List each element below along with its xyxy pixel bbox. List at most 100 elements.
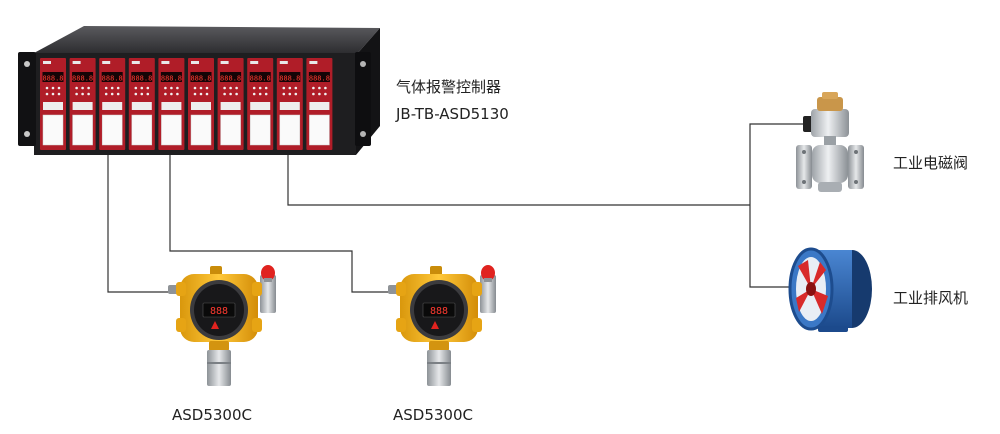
- detector-sensor-tube: [427, 350, 451, 386]
- channel-module: 888.8: [40, 58, 66, 150]
- module-buttons: [131, 102, 152, 110]
- module-logo-icon: [131, 61, 140, 64]
- detector-alarm-post: [480, 275, 496, 313]
- valve-body: [812, 145, 848, 183]
- module-led-icon: [193, 92, 197, 96]
- module-display-text: 888.8: [220, 75, 241, 83]
- module-label-card: [161, 114, 182, 146]
- detector-logo-icon: [211, 321, 219, 329]
- module-led-icon: [205, 92, 209, 96]
- module-display: [131, 72, 153, 82]
- detector-top-bolt: [210, 266, 222, 276]
- valve-coil-housing: [811, 109, 849, 137]
- module-led-icon: [258, 86, 262, 90]
- module-buttons: [250, 102, 271, 110]
- valve-cap-nut: [822, 92, 838, 99]
- valve-base: [818, 182, 842, 192]
- module-led-icon: [116, 92, 120, 96]
- module-display: [308, 72, 330, 82]
- channel-module: 888.8: [188, 58, 214, 150]
- rack-ear-left: [18, 52, 36, 146]
- module-label-card: [190, 114, 212, 146]
- module-display-text: 888.8: [42, 75, 63, 83]
- module-display: [42, 72, 64, 82]
- rack-screw: [24, 131, 30, 137]
- module-led-icon: [170, 92, 173, 96]
- rack-screw: [360, 131, 366, 137]
- valve-top-cap: [817, 97, 843, 111]
- module-display: [101, 72, 123, 82]
- module-display-text: 888.8: [309, 75, 330, 83]
- module-led-icon: [294, 86, 298, 90]
- gas-detector-2: 888: [388, 265, 496, 386]
- module-display: [279, 72, 301, 82]
- module-led-icon: [312, 92, 315, 96]
- controller-name-label: 气体报警控制器: [396, 78, 502, 96]
- module-buttons: [279, 102, 300, 110]
- channel-module: 888.8: [276, 58, 303, 150]
- module-buttons: [72, 102, 93, 110]
- module-led-icon: [116, 86, 120, 90]
- channel-module: 888.8: [247, 58, 274, 150]
- module-led-icon: [223, 86, 226, 90]
- module-led-icon: [57, 86, 61, 90]
- module-logo-icon: [279, 61, 288, 64]
- wire-to-outputs: [287, 150, 750, 206]
- module-logo-icon: [43, 61, 51, 64]
- module-display: [160, 72, 182, 82]
- detector-1-label: ASD5300C: [172, 406, 252, 424]
- module-led-icon: [176, 92, 179, 96]
- module-logo-icon: [161, 61, 170, 64]
- module-led-icon: [140, 92, 144, 96]
- module-led-icon: [134, 92, 138, 96]
- detector-alarm-light-icon: [481, 265, 495, 281]
- channel-module: 888.8: [306, 58, 333, 150]
- module-led-icon: [324, 92, 327, 96]
- module-logo-icon: [309, 61, 318, 64]
- module-led-icon: [199, 92, 203, 96]
- module-led-icon: [235, 86, 238, 90]
- module-led-icon: [104, 86, 108, 90]
- detector-neck: [429, 341, 449, 351]
- module-led-icon: [288, 92, 292, 96]
- gas-detector-1: 888: [168, 265, 276, 386]
- module-buttons: [161, 102, 182, 110]
- module-led-icon: [176, 86, 179, 90]
- detector-alarm-post: [260, 275, 276, 313]
- module-led-icon: [140, 86, 144, 90]
- detector-alarm-light-icon: [261, 265, 275, 281]
- module-led-icon: [146, 86, 150, 90]
- detector-display: [422, 302, 456, 318]
- fan-blades: [796, 260, 828, 314]
- detector-display: [202, 302, 236, 318]
- module-led-icon: [324, 86, 327, 90]
- exhaust-fan: [788, 247, 872, 332]
- fan-stand: [818, 326, 848, 332]
- module-display: [220, 72, 242, 82]
- module-led-icon: [75, 92, 78, 96]
- detector-2-label: ASD5300C: [393, 406, 473, 424]
- wire-to-detector-1: [107, 150, 178, 293]
- channel-module: 888.8: [158, 58, 185, 150]
- module-buttons: [309, 102, 330, 110]
- module-led-icon: [235, 92, 238, 96]
- wire-to-detector-2: [169, 150, 400, 293]
- detector-sensor-tube: [207, 350, 231, 386]
- module-led-icon: [57, 92, 61, 96]
- module-led-icon: [318, 86, 321, 90]
- module-led-icon: [170, 86, 173, 90]
- module-display-text: 888.8: [250, 75, 271, 83]
- module-label-card: [220, 114, 241, 146]
- module-display-text: 888.8: [279, 75, 300, 83]
- module-led-icon: [258, 92, 262, 96]
- detector-neck: [209, 341, 229, 351]
- module-led-icon: [288, 86, 292, 90]
- module-buttons: [43, 102, 63, 110]
- detector-logo-icon: [431, 321, 439, 329]
- valve-flange-right: [848, 145, 864, 189]
- module-logo-icon: [220, 61, 229, 64]
- module-led-icon: [51, 92, 55, 96]
- module-led-icon: [81, 86, 84, 90]
- module-buttons: [191, 102, 211, 110]
